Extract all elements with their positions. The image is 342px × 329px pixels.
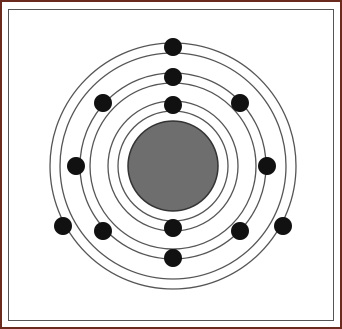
electron [54,217,72,235]
electron [164,249,182,267]
electron [164,96,182,114]
electron [94,94,112,112]
electron [164,38,182,56]
nucleus [128,121,218,211]
electron [231,222,249,240]
electron [164,68,182,86]
electron [164,219,182,237]
electron [94,222,112,240]
electron [274,217,292,235]
electron [67,157,85,175]
electron [258,157,276,175]
electron [231,94,249,112]
